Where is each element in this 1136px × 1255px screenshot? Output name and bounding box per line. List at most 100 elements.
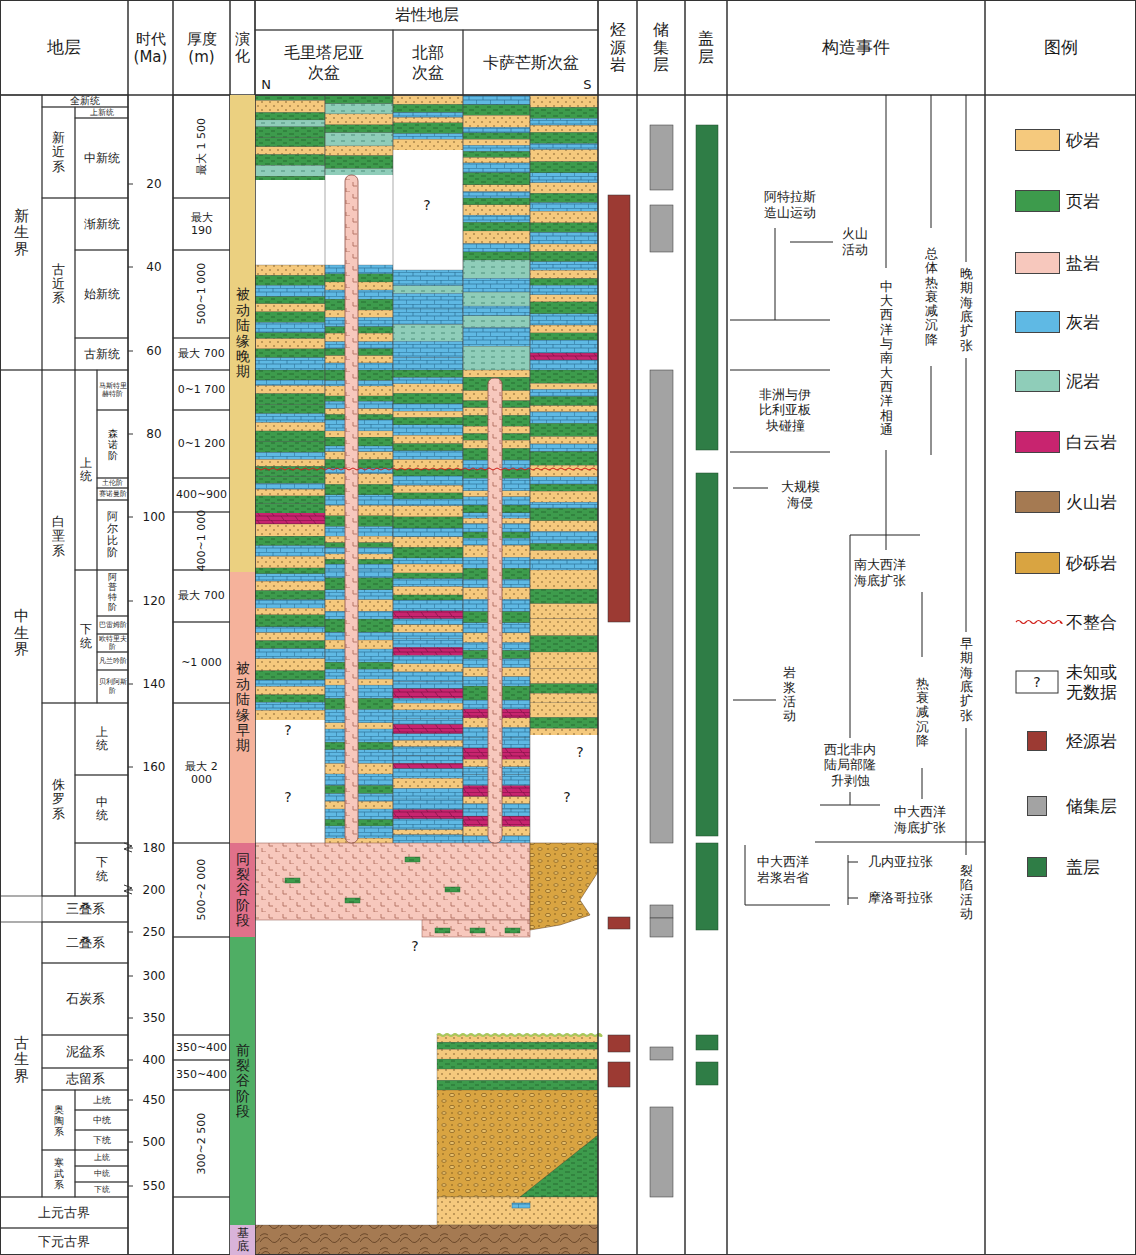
litho-layer	[393, 710, 463, 718]
litho-layer	[530, 508, 598, 521]
litho-layer	[325, 679, 393, 685]
cell-border	[75, 198, 128, 250]
legend-text: 储集层	[1066, 796, 1121, 816]
tectonic-event-cell: 裂陷活动	[957, 860, 975, 925]
strat-unit: 下统	[96, 856, 108, 882]
litho-layer	[530, 735, 598, 843]
strat-unit-cell: 石炭系	[42, 963, 128, 1035]
cell-border	[75, 118, 128, 198]
strat-unit-cell: 泥盆系	[42, 1035, 128, 1068]
litho-layer	[393, 655, 463, 664]
litho-layer	[530, 465, 598, 477]
litho-layer	[255, 431, 325, 442]
strat-unit-cell: 阿普特阶	[97, 570, 128, 616]
subbasin-divider	[530, 95, 531, 843]
header-cell-cell: S	[578, 75, 597, 95]
strat-unit-cell: 上统	[75, 370, 97, 570]
litho-layer	[255, 180, 325, 265]
legend-swatch	[1015, 431, 1060, 453]
litho-layer	[325, 742, 393, 750]
evolution-stage-band: 基底	[230, 1225, 255, 1255]
strat-unit-cell: 古近系	[42, 198, 75, 370]
shale-lens	[505, 928, 520, 933]
litho-layer	[393, 703, 463, 710]
strat-unit: 巴雷姆阶	[99, 621, 127, 629]
cell-border	[75, 843, 128, 896]
litho-layer	[393, 747, 463, 756]
litho-layer	[463, 244, 530, 253]
header-cell-cell: 卡萨芒斯次盆	[463, 30, 598, 95]
header-frame	[230, 1, 255, 96]
cell-border	[42, 1068, 128, 1090]
strat-unit-cell: 赛诺曼阶	[97, 488, 128, 500]
event-bracket	[966, 728, 967, 855]
litho-layer	[530, 589, 598, 604]
litho-layer	[325, 685, 393, 699]
header-cell: 北部 次盆	[408, 43, 448, 81]
litho-layer	[530, 211, 598, 223]
strat-unit: 赛诺曼阶	[99, 490, 127, 498]
strat-unit-cell: 上元古界	[0, 1197, 128, 1228]
litho-layer	[255, 137, 325, 146]
header-frame	[0, 1, 128, 96]
litho-layer	[325, 420, 393, 431]
tectonic-event: 几内亚拉张	[867, 854, 934, 870]
tectonic-event-cell: 晚期海底扩张	[957, 265, 975, 355]
litho-layer	[325, 317, 393, 327]
cell-border	[97, 410, 128, 478]
unconformity-line	[255, 468, 598, 470]
litho-layer	[325, 578, 393, 590]
shale-lens	[470, 928, 485, 933]
strat-unit-cell: 古新统	[75, 338, 128, 370]
litho-layer	[393, 647, 463, 655]
litho-layer	[325, 401, 393, 409]
strat-unit-cell: 三叠系	[42, 896, 128, 922]
cell-border	[173, 478, 230, 512]
litho-layer	[530, 107, 598, 118]
tectonic-event: 岩浆活动	[782, 666, 797, 723]
salt-layer	[422, 920, 530, 937]
unknown-mark: ?	[562, 789, 571, 806]
event-bracket	[730, 452, 830, 453]
shale-lens	[285, 878, 300, 883]
litho-layer	[530, 491, 598, 502]
legend-text: 砂砾岩	[1066, 553, 1121, 573]
litho-layer	[255, 459, 325, 466]
litho-layer	[393, 370, 463, 378]
litho-layer	[393, 377, 463, 384]
cell-border	[0, 1228, 128, 1255]
tectonic-event: 西北非内陆局部隆升剥蚀	[821, 742, 879, 789]
litho-layer	[325, 274, 393, 282]
litho-layer	[393, 718, 463, 724]
litho-layer	[393, 435, 463, 444]
column-frame	[685, 95, 727, 1255]
litho-layer	[325, 669, 393, 679]
litho-layer	[393, 134, 463, 140]
tectonic-event-cell: 阿特拉斯 造山运动	[745, 185, 835, 225]
unknown-mark-cell: ?	[559, 787, 575, 807]
header-cell: 时代 (Ma)	[131, 30, 171, 66]
litho-layer	[393, 493, 463, 499]
litho-layer	[530, 551, 598, 560]
cell-border	[97, 478, 128, 488]
legend-swatch	[1015, 190, 1060, 212]
litho-layer	[325, 570, 393, 578]
stage-name: 同裂谷阶段	[236, 852, 250, 929]
header-cell: 构造事件	[822, 37, 890, 57]
strat-unit: 新生界	[14, 208, 29, 258]
litho-layer	[463, 278, 530, 292]
legend-swatch	[1015, 552, 1060, 574]
litho-layer	[463, 205, 530, 215]
strat-unit-cell: 新近系	[42, 107, 75, 198]
thickness-value-cell: 350~400	[173, 1060, 230, 1090]
age-tick-label-cell: 350	[135, 1010, 173, 1026]
litho-layer	[393, 558, 463, 564]
litho-layer	[530, 118, 598, 125]
litho-layer	[530, 444, 598, 452]
evolution-stage-band: 同裂谷阶段	[230, 843, 255, 937]
litho-layer	[393, 564, 463, 573]
litho-layer	[530, 604, 598, 619]
strat-unit-cell: 阿尔比阶	[97, 500, 128, 570]
litho-layer	[530, 619, 598, 636]
